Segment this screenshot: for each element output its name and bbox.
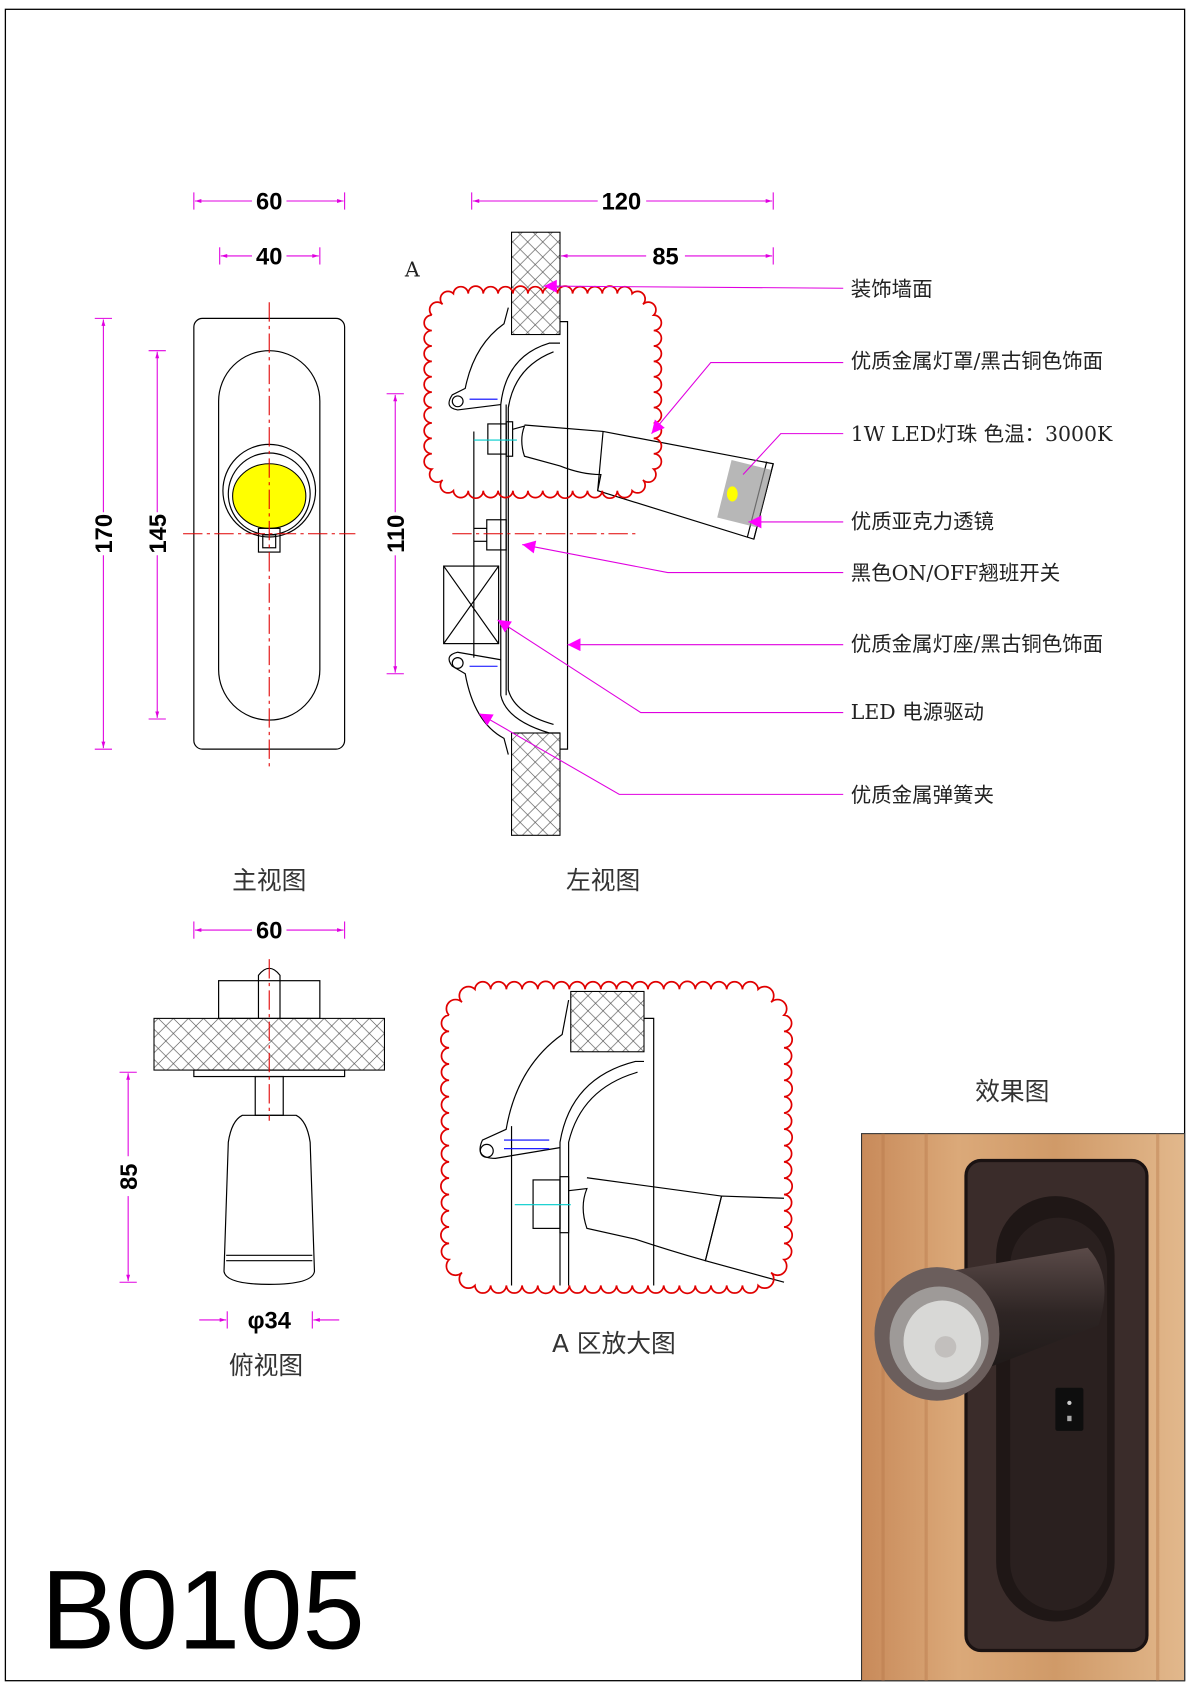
- switch-photo: [1055, 1387, 1084, 1431]
- dim-side-depth-120: 120: [602, 190, 642, 216]
- front-view-caption: 主视图: [232, 866, 306, 895]
- photo-caption: 效果图: [975, 1077, 1049, 1106]
- dim-front-width-40: 40: [256, 245, 282, 271]
- dim-top-diameter: φ34: [248, 1309, 292, 1335]
- callout-acrylic-lens: 优质亚克力透镜: [851, 509, 994, 533]
- detail-view-a: A 区放大图: [440, 980, 793, 1358]
- dim-top-width-60: 60: [256, 919, 282, 945]
- callout-led-driver: LED 电源驱动: [851, 700, 984, 724]
- product-photo: 效果图: [860, 1077, 1186, 1682]
- callout-spring-clip: 优质金属弹簧夹: [851, 783, 994, 807]
- dim-front-height-170: 170: [92, 514, 118, 554]
- callouts: 装饰墙面 优质金属灯罩/黑古铜色饰面 1W LED灯珠 色温：3000K 优质亚…: [478, 277, 1113, 807]
- top-view-caption: 俯视图: [229, 1351, 303, 1380]
- detail-marker-a: A: [404, 257, 420, 281]
- model-number: B0105: [41, 1547, 365, 1672]
- detail-view-caption: A 区放大图: [552, 1329, 676, 1358]
- dim-front-height-145: 145: [146, 514, 172, 554]
- side-view-caption: 左视图: [566, 866, 640, 895]
- dim-side-height-110: 110: [384, 515, 410, 553]
- top-view: 60 85 φ34 俯视图: [117, 919, 385, 1380]
- front-view: 60 40 170 145 主视图: [92, 190, 356, 895]
- dim-side-depth-85: 85: [652, 245, 678, 271]
- dim-front-width-60: 60: [256, 190, 282, 216]
- callout-lamp-shade: 优质金属灯罩/黑古铜色饰面: [851, 349, 1103, 373]
- dim-top-depth-85: 85: [117, 1164, 143, 1190]
- detail-region-a-outline: [423, 285, 663, 499]
- callout-switch: 黑色ON/OFF翘班开关: [851, 561, 1060, 585]
- side-view: A 120 85 110 左视图: [384, 190, 774, 895]
- callout-decorative-wall: 装饰墙面: [851, 277, 933, 301]
- callout-lamp-base: 优质金属灯座/黑古铜色饰面: [851, 632, 1103, 656]
- sheet-border: [4, 8, 1186, 1682]
- callout-led-bead: 1W LED灯珠 色温：3000K: [851, 422, 1113, 446]
